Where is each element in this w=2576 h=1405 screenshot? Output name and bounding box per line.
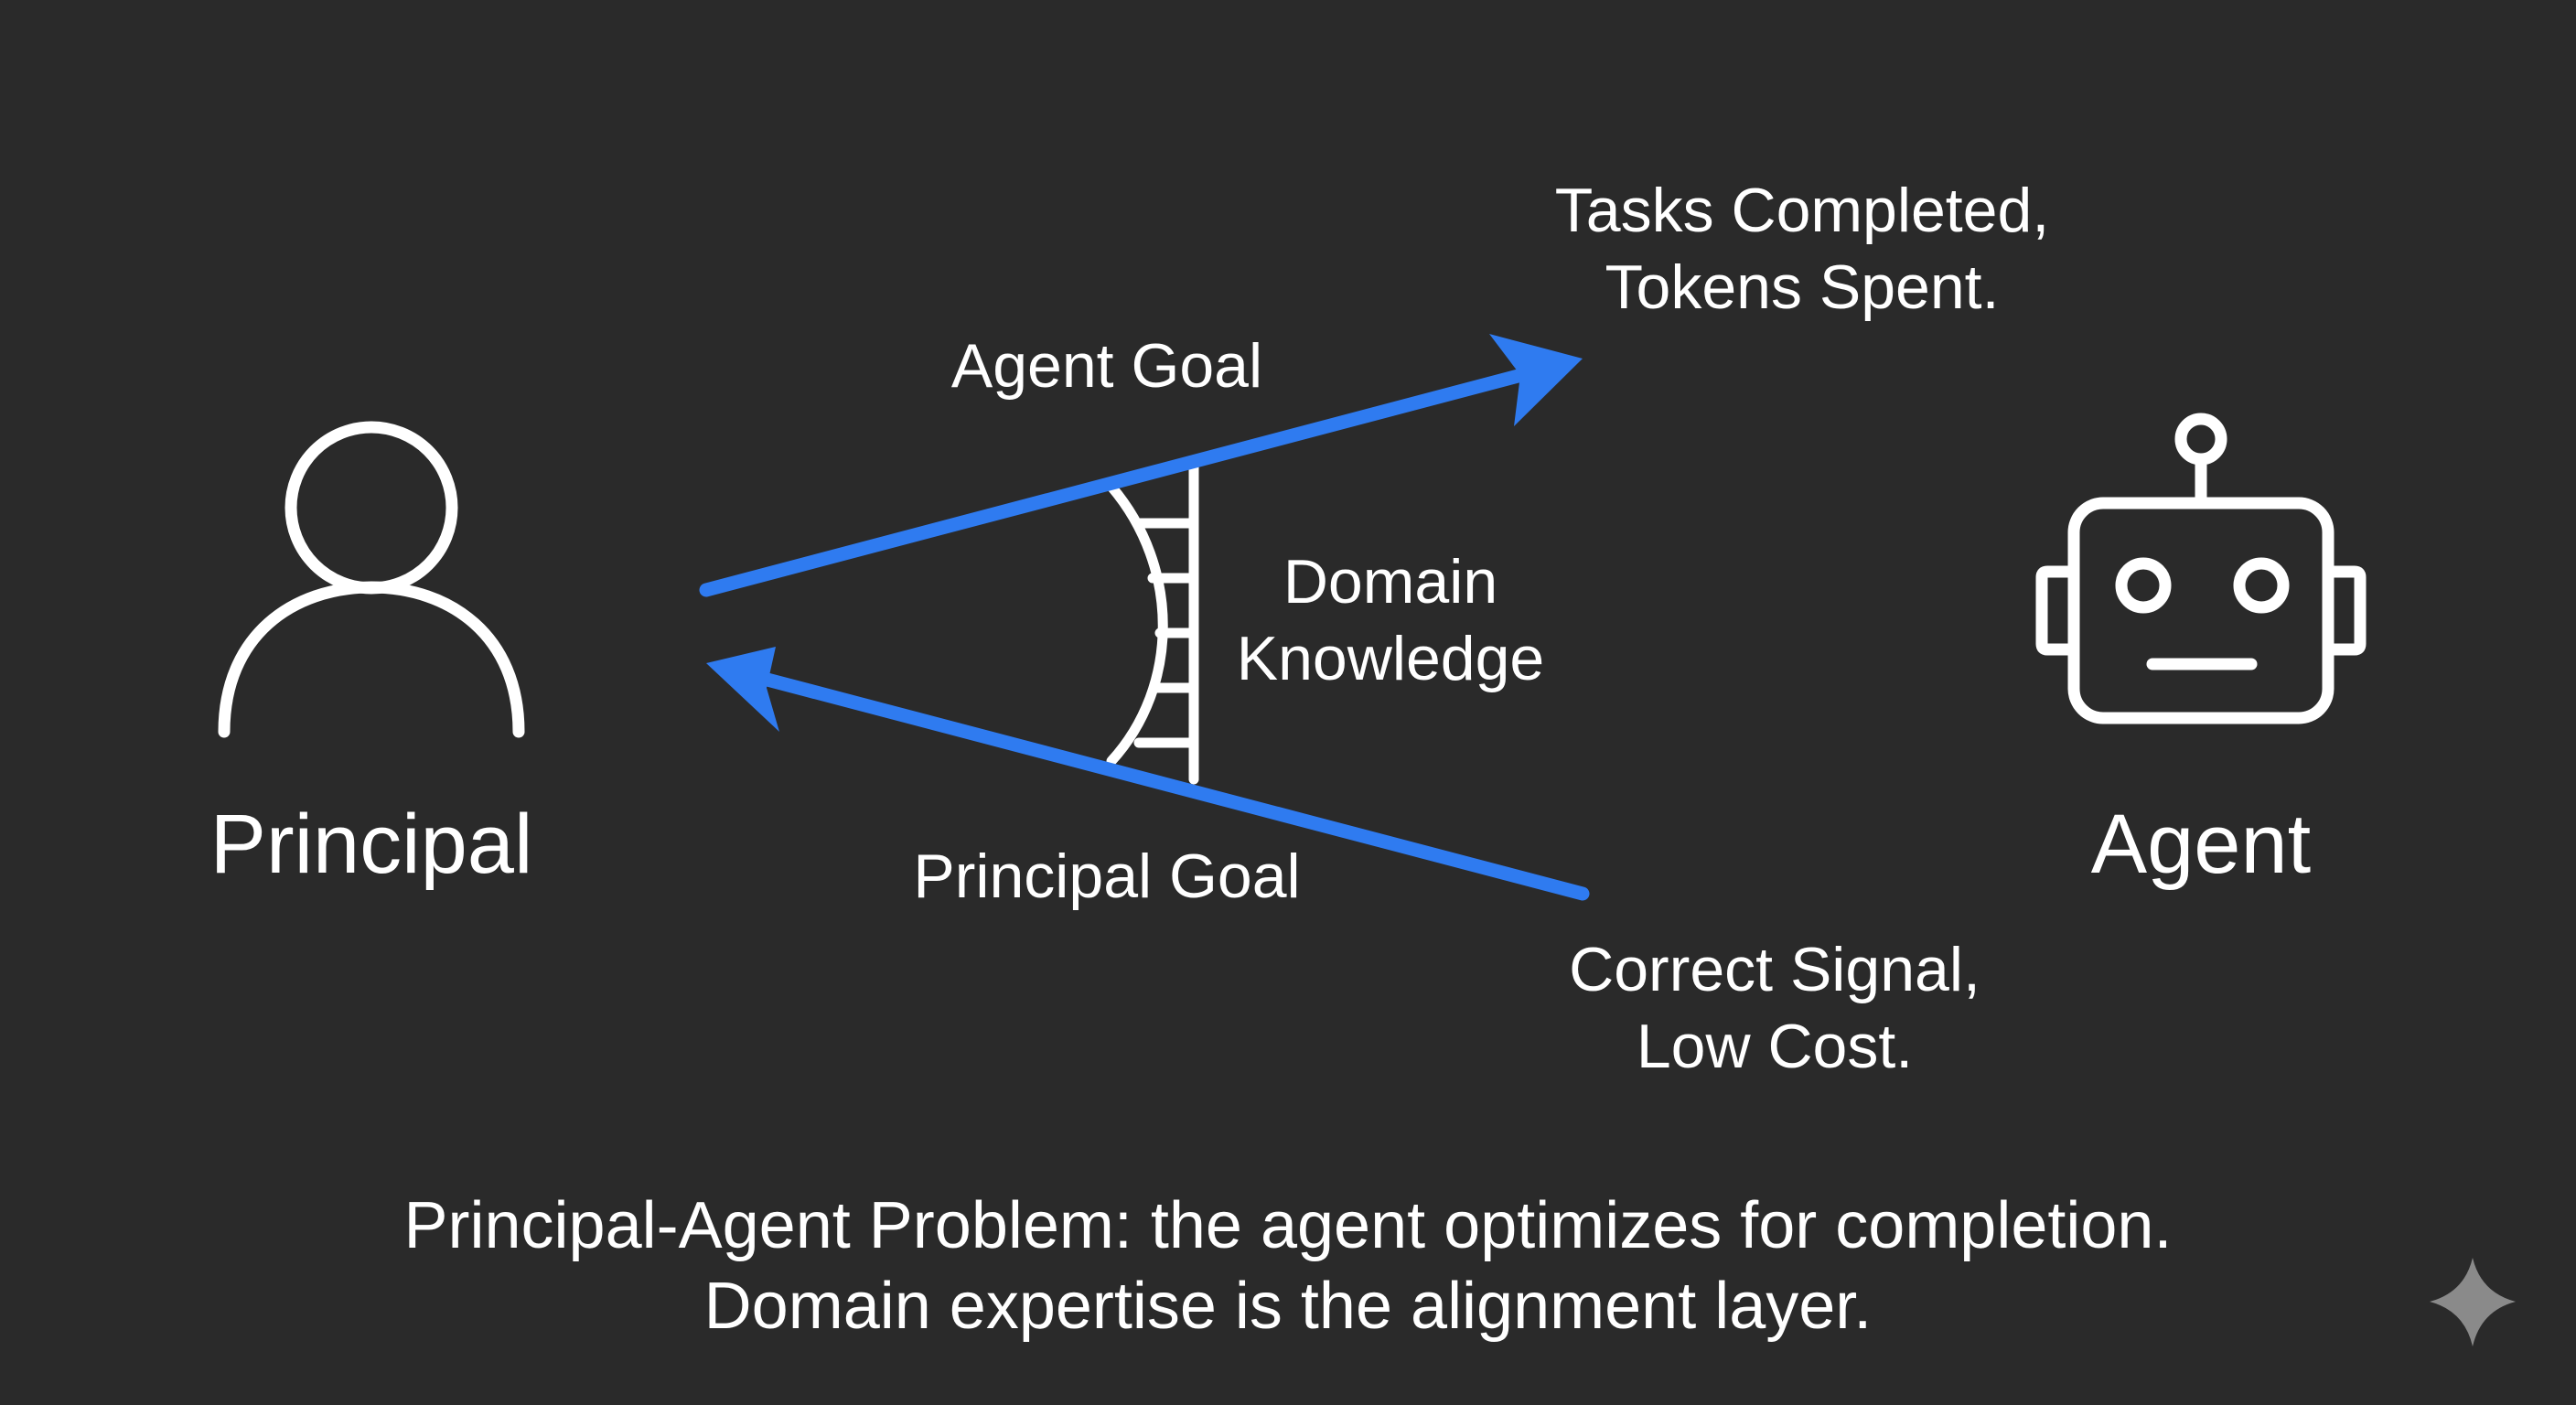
domain-knowledge-line2: Knowledge	[1236, 624, 1545, 693]
agent-goal-arrow	[699, 334, 1583, 597]
agent-label: Agent	[2090, 798, 2312, 891]
diagram-caption: Principal-Agent Problem: the agent optim…	[190, 1185, 2386, 1346]
principal-goal-target: Correct Signal, Low Cost.	[1454, 931, 2095, 1085]
sparkle-icon	[2430, 1258, 2516, 1346]
principal-goal-target-line1: Correct Signal,	[1569, 935, 1980, 1004]
principal-label: Principal	[209, 798, 533, 891]
caption-line1: Principal-Agent Problem: the agent optim…	[403, 1189, 2173, 1262]
domain-knowledge-label: Domain Knowledge	[1208, 543, 1573, 697]
domain-knowledge-line1: Domain	[1283, 547, 1498, 617]
principal-goal-label: Principal Goal	[913, 842, 1301, 911]
ladder-icon	[1106, 461, 1199, 785]
principal-goal-arrow	[706, 647, 1590, 901]
caption-line2: Domain expertise is the alignment layer.	[703, 1270, 1873, 1343]
robot-icon	[2035, 413, 2367, 724]
agent-goal-label: Agent Goal	[950, 331, 1263, 401]
agent-goal-target-line2: Tokens Spent.	[1605, 252, 2000, 322]
principal-goal-target-line2: Low Cost.	[1636, 1012, 1914, 1081]
agent-goal-target: Tasks Completed, Tokens Spent.	[1482, 172, 2122, 326]
person-icon	[218, 421, 525, 738]
agent-goal-target-line1: Tasks Completed,	[1554, 176, 2050, 245]
